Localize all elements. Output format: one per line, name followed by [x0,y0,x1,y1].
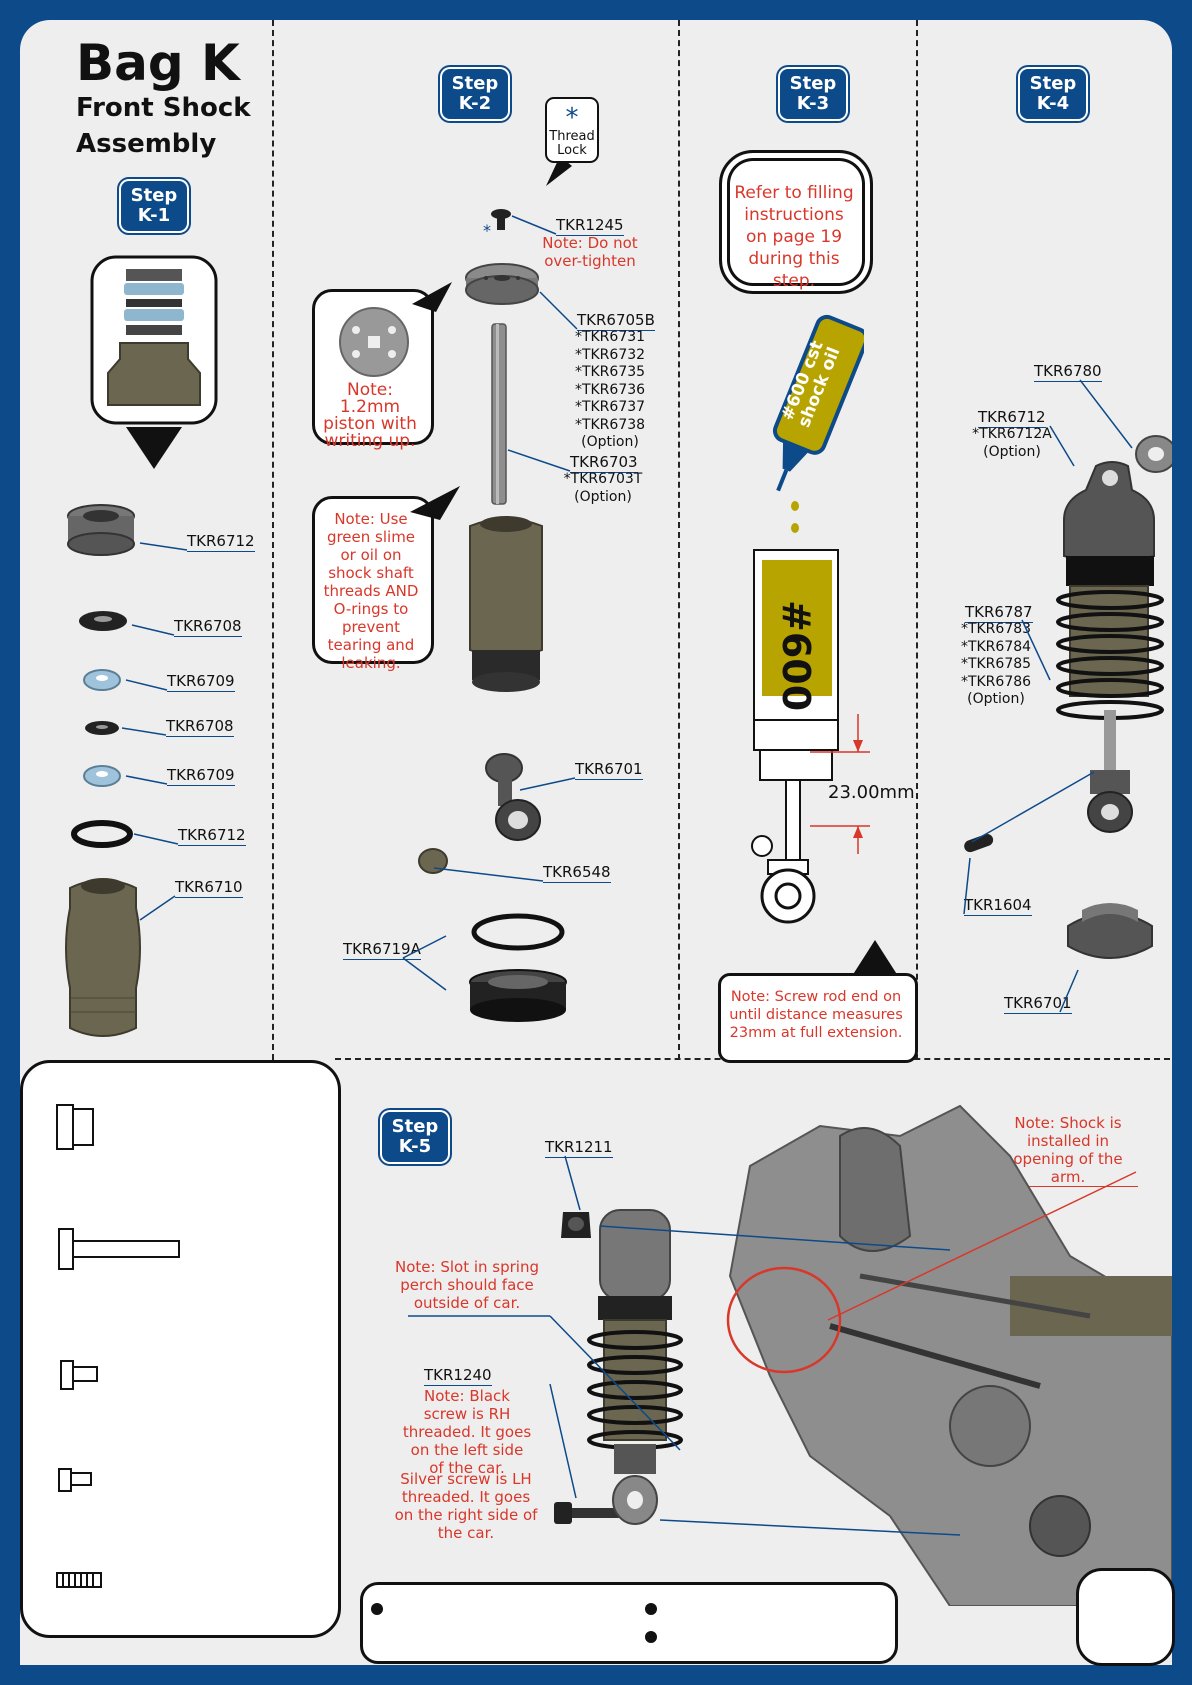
k4-pin [962,832,996,860]
k1-label-5: TKR6709 [167,766,235,786]
k2-piston-note: Note: 1.2mm piston with writing up. [323,380,417,451]
k5-highlight-circle [722,1260,846,1384]
k4-spring-label: TKR6787 [965,603,1033,623]
page-title: Bag K [76,34,240,92]
k3-fill-note: Refer to filling instructions on page 19… [734,183,854,291]
k1-label-7: TKR6710 [175,878,243,898]
k3-oil-drops [789,500,801,544]
nylock-nut-icon [56,1104,94,1150]
k5-bottom-screw [552,1498,652,1532]
hardware-legend [20,1060,341,1638]
k3-rod-note-pointer [852,940,898,980]
k4-shock-assembly [1054,460,1164,844]
k3-rod-note-box [718,973,918,1063]
k1-label-2: TKR6708 [174,617,242,637]
k4-pin-label: TKR1604 [964,896,1032,916]
divider-k3-k4 [916,20,918,1060]
k2-seal-label: TKR6719A [343,940,421,960]
k2-shaft [489,320,509,514]
page-subtitle: Front Shock Assembly [76,93,251,159]
k2-piston-options: *TKR6731 *TKR6732 *TKR6735 *TKR6736 *TKR… [574,329,646,450]
k5-bottom-screw-label: TKR1240 [424,1366,492,1386]
k1-part-ring [70,818,134,854]
k3-fill-note-box [719,150,873,294]
k1-part-oring-2 [82,718,122,742]
k3-rod-note: Note: Screw rod end on until distance me… [729,989,903,1041]
k1-part-oring-1 [76,608,130,642]
bolt-short-icon [60,1360,98,1390]
k4-spring-options: *TKR6783 *TKR6784 *TKR6785 *TKR6786 (Opt… [960,621,1032,707]
k3-measure-arrows [810,714,870,858]
divider-k1-k2 [272,20,274,1060]
k1-label-6: TKR6712 [178,826,246,846]
k5-arm-note: Note: Shock is installed in opening of t… [998,1114,1138,1187]
k2-rod-end [476,746,546,850]
k1-part-cap [64,502,138,564]
k2-rod-end-label: TKR6701 [575,760,643,780]
k2-screw-label: TKR1245 [556,216,624,236]
k2-piston-pointer [412,282,452,316]
k3-oil-bottle: #600 cst shock oil [754,306,869,510]
k5-top-screw-label: TKR1211 [545,1138,613,1158]
set-screw-icon [56,1572,102,1588]
k5-chassis [710,1096,1172,1610]
k5-top-screw [559,1206,593,1248]
k1-part-washer-2 [82,762,126,794]
k2-piston-label: TKR6705B [577,311,655,331]
svg-text:*: * [566,103,579,133]
k2-oring-pointer [410,486,460,524]
k4-cap-part [1132,432,1172,480]
page-number-box [1076,1568,1175,1666]
k2-piston-disc [334,304,414,384]
k2-ball [417,846,451,880]
k2-shaft-options: *TKR6703T (Option) [563,471,643,505]
k1-label-4: TKR6708 [166,717,234,737]
k1-part-body [60,868,146,1052]
k4-perch-label: TKR6701 [1004,994,1072,1014]
k2-oring-note-box [312,496,434,664]
divider-k2-k3 [678,20,680,1060]
k2-ball-label: TKR6548 [543,863,611,883]
k4-shock-options: *TKR6712A (Option) [972,426,1052,460]
thread-lock-callout: * Thread Lock [542,96,600,186]
leader-lines [121,215,1137,1536]
k4-shock-label: TKR6712 [978,408,1046,428]
k2-shock-body [460,510,552,710]
k1-assembly-preview [90,255,218,475]
thread-lock-label: Thread Lock [549,129,595,158]
screw-icon [58,1468,92,1492]
k3-shock-body: #600 [748,546,844,930]
svg-text:*: * [483,221,491,240]
k2-screw: * [483,206,513,244]
k2-screw-note: Note: Do not over-tighten [542,234,638,270]
k1-part-washer-1 [82,666,126,698]
k2-oring-large [468,910,568,958]
k1-label-3: TKR6709 [167,672,235,692]
k2-shaft-label: TKR6703 [570,453,638,473]
k2-seal-cap [464,966,572,1040]
bottom-info-box [360,1582,898,1664]
k2-piston [462,260,542,312]
k5-shock [580,1200,690,1534]
k5-silver-note: Silver screw is LH threaded. It goes on … [394,1470,538,1542]
k5-black-note: Note: Black screw is RH threaded. It goe… [402,1387,532,1477]
k3-measure-label: 23.00mm [828,782,915,803]
bolt-long-icon [58,1228,180,1270]
k5-slot-note: Note: Slot in spring perch should face o… [395,1258,539,1312]
k4-spring-perch [1060,896,1160,980]
k1-label-1: TKR6712 [187,532,255,552]
k4-cap-label: TKR6780 [1034,362,1102,382]
k2-oring-note: Note: Use green slime or oil on shock sh… [323,510,419,672]
